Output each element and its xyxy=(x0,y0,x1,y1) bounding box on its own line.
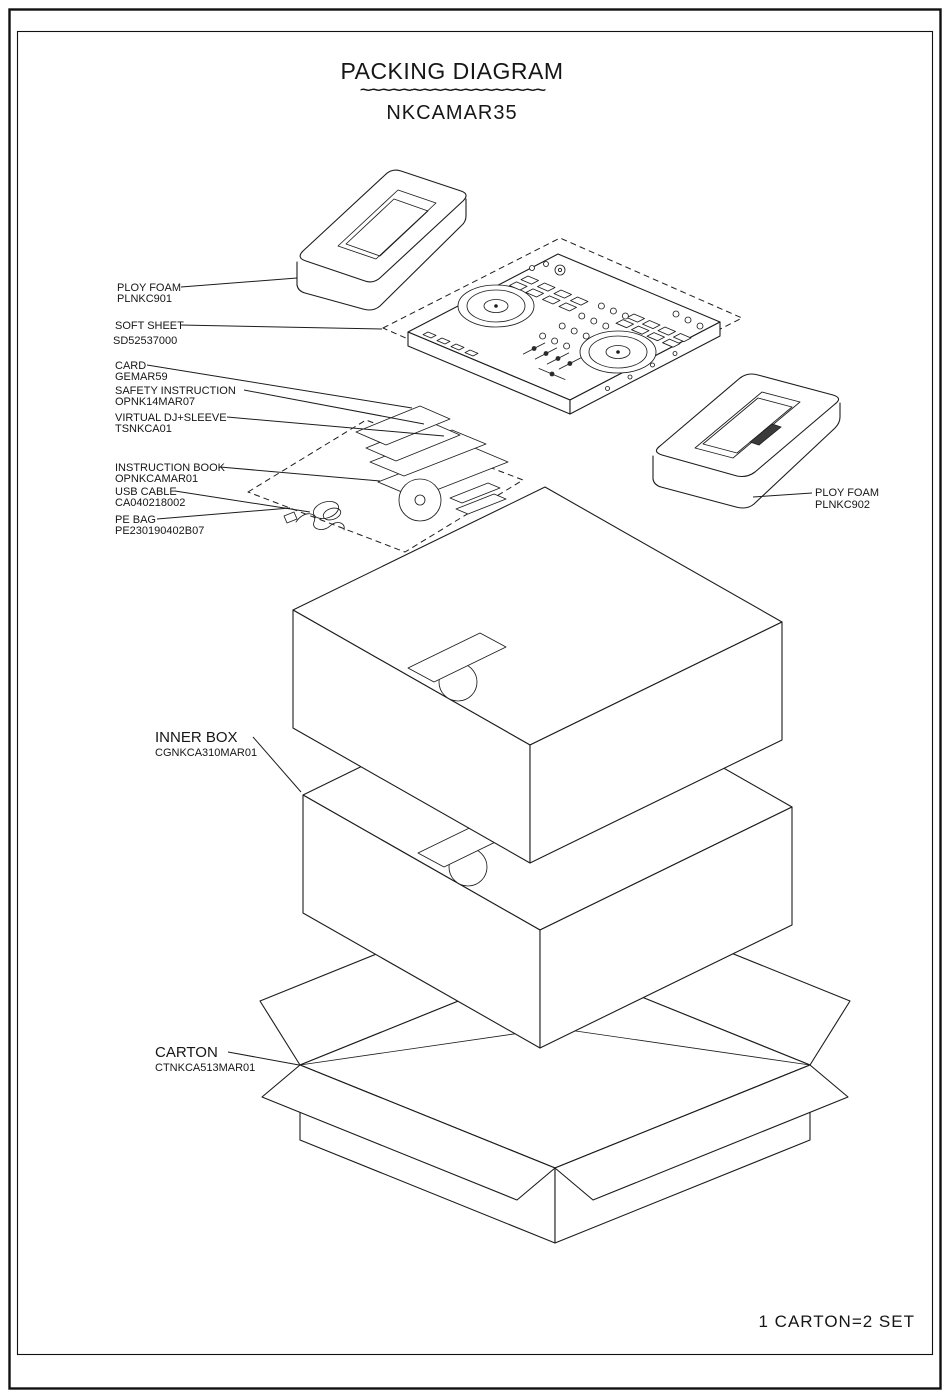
mixer-knobs xyxy=(539,302,629,350)
label-virtual-dj-code: TSNKCA01 xyxy=(115,423,172,435)
label-inner-box-code: CGNKCA310MAR01 xyxy=(155,747,257,759)
label-pe-bag-name: PE BAG xyxy=(115,514,156,526)
label-virtual-dj-name: VIRTUAL DJ+SLEEVE xyxy=(115,412,227,424)
carton-interior-edge-right xyxy=(554,1027,811,1066)
left-edge-buttons xyxy=(422,331,479,357)
label-card-name: CARD xyxy=(115,360,146,372)
inner-box-1-drawing xyxy=(292,486,783,864)
outer-border xyxy=(8,8,942,1390)
inner-border xyxy=(16,30,934,1356)
paper-sheet-1 xyxy=(449,482,501,504)
browse-controls xyxy=(529,261,704,330)
label-ploy-foam-bottom-name: PLOY FOAM xyxy=(815,487,879,499)
usb-plug xyxy=(283,511,298,524)
leader-lines xyxy=(146,277,813,1066)
model-number: NKCAMAR35 xyxy=(386,102,517,124)
foam-bottom-drawing xyxy=(652,373,841,509)
crossfader xyxy=(538,368,566,380)
foam-top-body xyxy=(299,169,467,283)
label-safety-instruction-name: SAFETY INSTRUCTION xyxy=(115,385,236,397)
label-ploy-foam-bottom-code: PLNKC902 xyxy=(815,499,870,511)
inner-box-2-right-face xyxy=(539,806,793,1049)
foam-top-drawing xyxy=(296,169,467,311)
label-pe-bag-code: PE230190402B07 xyxy=(115,525,204,537)
disc-shape xyxy=(398,478,442,522)
label-ploy-foam-top-name: PLOY FOAM xyxy=(117,282,181,294)
label-usb-cable-code: CA040218002 xyxy=(115,497,185,509)
pad-grid-left xyxy=(509,275,589,312)
disc-hub xyxy=(414,494,426,506)
label-card-code: GEMAR59 xyxy=(115,371,168,383)
label-soft-sheet-code: SD52537000 xyxy=(113,335,177,347)
foam-top-cavity xyxy=(337,189,437,260)
label-usb-cable-name: USB CABLE xyxy=(115,486,177,498)
channel-faders xyxy=(522,342,582,370)
paper-sheet-2 xyxy=(455,493,507,515)
front-panel-jacks xyxy=(605,351,678,391)
jog-wheel-right xyxy=(579,330,657,374)
controller-drawing xyxy=(382,237,743,415)
carton-interior-edge-left xyxy=(299,1027,556,1066)
usb-cable-shape xyxy=(283,500,345,531)
foam-bottom-cavity xyxy=(694,391,801,459)
page-title: PACKING DIAGRAM xyxy=(340,58,563,84)
label-carton-name: CARTON xyxy=(155,1044,218,1061)
foam-top-cavity-step xyxy=(345,198,429,257)
carton-drawing xyxy=(259,897,851,1244)
inner-box-1-right-face xyxy=(529,621,783,864)
label-instruction-book-name: INSTRUCTION BOOK xyxy=(115,462,226,474)
label-instruction-book-code: OPNKCAMAR01 xyxy=(115,473,198,485)
inner-box-1-lid-tab xyxy=(407,632,507,683)
foam-bottom-body xyxy=(655,373,840,478)
foam-top-thickness xyxy=(296,198,467,311)
jog-wheel-left xyxy=(457,284,535,328)
label-carton-code: CTNKCA513MAR01 xyxy=(155,1062,255,1074)
foam-bottom-thickness xyxy=(652,402,841,509)
foam-handle-slot xyxy=(749,423,782,446)
label-soft-sheet-name: SOFT SHEET xyxy=(115,320,184,332)
card-shape xyxy=(355,405,451,446)
label-ploy-foam-top-code: PLNKC901 xyxy=(117,293,172,305)
accessories-drawing xyxy=(247,405,524,553)
pe-bag-outline xyxy=(247,419,524,553)
controller-front-right-face xyxy=(569,321,721,415)
label-safety-instruction-code: OPNK14MAR07 xyxy=(115,396,195,408)
carton-front-right-flap xyxy=(554,1064,849,1201)
foam-bottom-cavity-step xyxy=(702,397,793,454)
carton-quantity-note: 1 CARTON=2 SET xyxy=(758,1312,915,1331)
carton-front-left-flap xyxy=(261,1064,556,1201)
pad-grid-right xyxy=(615,313,692,348)
label-inner-box-name: INNER BOX xyxy=(155,729,238,746)
title-underline-squiggle: ~~~~~~~~~~~~~~~~~~ xyxy=(360,79,546,102)
part-labels: PLOY FOAM PLNKC901 SOFT SHEET SD52537000… xyxy=(113,282,879,1074)
